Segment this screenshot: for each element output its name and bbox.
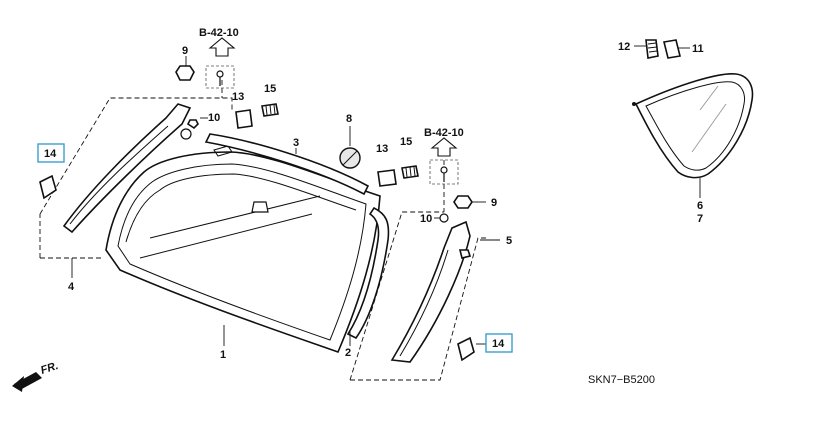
fastener-left-icon	[261, 103, 279, 117]
callout-12: 12	[618, 41, 630, 53]
callout-11: 11	[692, 43, 704, 55]
callout-13-left: 13	[232, 91, 244, 103]
windshield-glass	[105, 145, 381, 354]
callout-10-left: 10	[208, 112, 220, 124]
callout-4: 4	[68, 281, 75, 293]
bracket-right-icon	[457, 336, 475, 362]
ref-arrow-right-icon	[430, 137, 458, 157]
screw-left-icon	[180, 65, 235, 140]
callout-6: 6	[697, 200, 703, 212]
callout-14-left: 14	[44, 148, 57, 160]
fastener-right-icon	[401, 165, 419, 179]
callout-8: 8	[346, 113, 352, 125]
front-indicator-label: FR.	[39, 360, 60, 377]
clip-left-icon	[235, 109, 253, 129]
callout-15-right: 15	[400, 136, 412, 148]
callout-15-left: 15	[264, 83, 276, 95]
ref-arrow-left-icon	[208, 37, 236, 57]
spacer-top-icon	[645, 39, 659, 59]
bracket-right-highlight	[485, 333, 513, 353]
screw-right-icon	[429, 159, 459, 223]
bracket-left-highlight	[37, 143, 65, 163]
reference-label-left: B-42-10	[199, 27, 239, 39]
front-arrow-icon	[12, 372, 42, 392]
callout-9-right: 9	[491, 197, 497, 209]
nut-left-icon	[175, 65, 195, 81]
right-side-molding	[390, 220, 471, 363]
callout-5: 5	[506, 235, 512, 247]
callout-13-right: 13	[376, 143, 388, 155]
left-side-molding	[62, 103, 192, 234]
fastener-top-icon	[663, 39, 681, 59]
callout-1: 1	[220, 349, 226, 361]
callout-2: 2	[345, 347, 351, 359]
nut-right-icon	[453, 195, 473, 259]
bracket-left-icon	[39, 174, 57, 200]
reference-label-right: B-42-10	[424, 127, 464, 139]
callout-9-left: 9	[182, 45, 188, 57]
dam-rubber	[346, 206, 390, 340]
mirror-base-icon	[339, 147, 361, 169]
callout-10-right: 10	[420, 213, 432, 225]
callout-7: 7	[697, 213, 703, 225]
callout-3: 3	[293, 137, 299, 149]
quarter-glass	[632, 72, 754, 179]
upper-molding	[204, 133, 370, 196]
clip-right-icon	[377, 169, 397, 187]
leader-lines	[71, 45, 701, 346]
callout-14-right: 14	[492, 338, 505, 350]
diagram-code: SKN7−B5200	[588, 374, 655, 386]
